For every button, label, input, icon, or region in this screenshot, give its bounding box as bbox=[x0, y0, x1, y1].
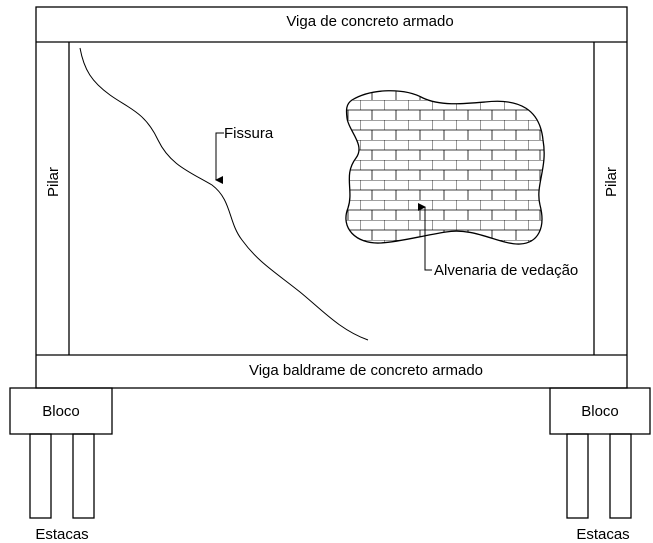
pile-right-2 bbox=[609, 433, 632, 519]
crack-leader bbox=[215, 132, 224, 184]
pillar-right-label: Pilar bbox=[603, 167, 620, 197]
top-beam-label: Viga de concreto armado bbox=[286, 13, 453, 30]
block-right bbox=[549, 387, 651, 435]
piles-left-label: Estacas bbox=[35, 526, 88, 543]
frame-outline bbox=[35, 6, 628, 389]
pile-left-1 bbox=[29, 433, 52, 519]
masonry-leader bbox=[418, 203, 432, 271]
block-right-label: Bloco bbox=[581, 403, 619, 420]
pile-right-1 bbox=[566, 433, 589, 519]
pile-left-2 bbox=[72, 433, 95, 519]
block-left bbox=[9, 387, 113, 435]
masonry-patch bbox=[345, 90, 545, 245]
crack-label: Fissura bbox=[224, 125, 274, 142]
bottom-beam-label: Viga baldrame de concreto armado bbox=[249, 362, 483, 379]
pillar-left-label: Pilar bbox=[45, 167, 62, 197]
piles-right-label: Estacas bbox=[576, 526, 629, 543]
block-left-label: Bloco bbox=[42, 403, 80, 420]
crack-line bbox=[79, 47, 369, 341]
masonry-label: Alvenaria de vedação bbox=[434, 262, 578, 279]
